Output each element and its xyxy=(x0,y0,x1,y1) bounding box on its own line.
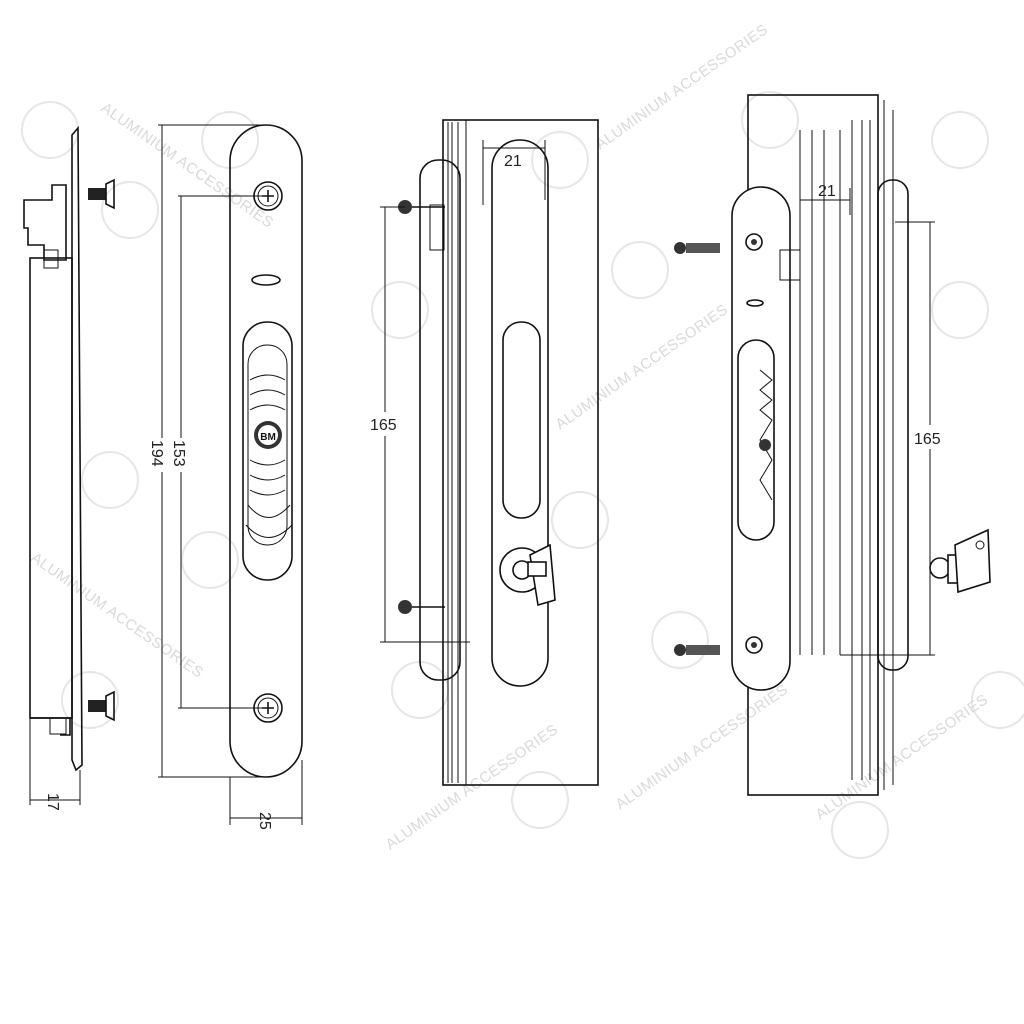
installed-perspective-view: 21 165 xyxy=(674,94,991,796)
screw-icon xyxy=(398,600,445,614)
screw-icon xyxy=(398,200,445,214)
screw-head-icon xyxy=(745,636,763,654)
dimension-middle-screw-spacing: 165 xyxy=(370,417,397,434)
watermark-text: ALUMINIUM ACCESSORIES xyxy=(613,681,792,813)
screw-icon xyxy=(88,690,115,722)
key-icon xyxy=(499,543,556,607)
dimension-side-depth: 17 xyxy=(44,793,61,811)
brand-logo-badge: BM xyxy=(254,421,282,449)
screw-icon xyxy=(674,644,720,656)
dimension-screw-spacing: 153 xyxy=(170,440,187,467)
screw-icon xyxy=(88,178,115,210)
dimension-plate-width: 25 xyxy=(256,812,273,830)
dimension-middle-handle-width: 21 xyxy=(504,153,522,170)
key-icon xyxy=(929,528,991,594)
side-profile-view: 17 xyxy=(23,125,115,811)
watermark-text: ALUMINIUM ACCESSORIES xyxy=(553,301,732,433)
screw-icon xyxy=(674,242,720,254)
dimension-right-screw-spacing: 165 xyxy=(914,431,941,448)
watermark-text: ALUMINIUM ACCESSORIES xyxy=(28,549,207,681)
dimension-right-handle-width: 21 xyxy=(818,183,836,200)
screw-head-icon xyxy=(745,233,763,251)
watermark-text: ALUMINIUM ACCESSORIES xyxy=(383,721,562,853)
watermark-text: ALUMINIUM ACCESSORIES xyxy=(813,691,992,823)
front-plate-view: BM 194 153 25 xyxy=(148,124,303,830)
logo-text: BM xyxy=(260,432,276,443)
dimension-plate-length: 194 xyxy=(148,440,165,467)
installed-front-view: 21 165 xyxy=(366,119,599,786)
